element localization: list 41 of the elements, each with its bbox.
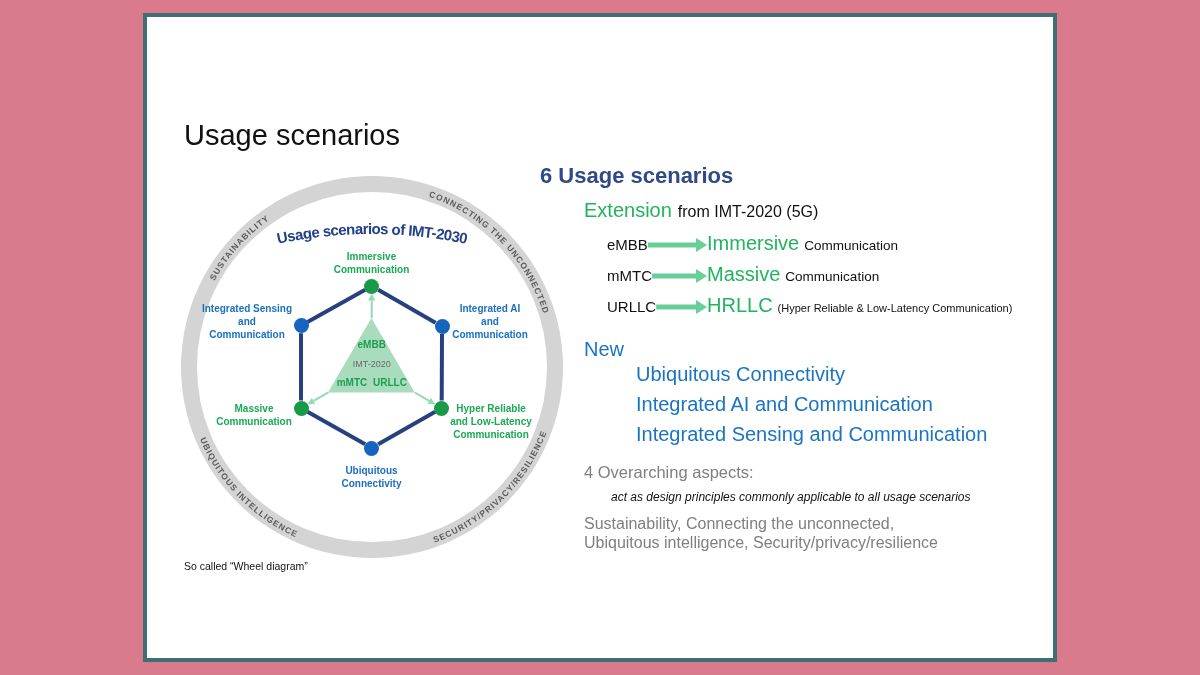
slide-title: Usage scenarios (184, 118, 400, 153)
connector-line (377, 287, 437, 325)
scenario-name: Massive (707, 262, 781, 286)
connector-line (306, 287, 367, 324)
list-item: Integrated Sensing and Communication (636, 422, 988, 446)
caption-text: So called “Wheel diagram” (184, 560, 308, 573)
arrow (652, 270, 707, 282)
heading: 6 Usage scenarios (540, 162, 734, 190)
triangle-label: eMBB (357, 339, 386, 351)
scenario-label: Massive Communication (215, 402, 293, 428)
subheading: Extension (584, 198, 672, 222)
arrow (307, 391, 330, 405)
arrow (656, 301, 707, 313)
connector-line (439, 334, 444, 401)
arrow (368, 293, 376, 319)
subheading: New (584, 337, 624, 361)
triangle-label: mMTC (336, 377, 368, 389)
triangle-label: URLLC (373, 377, 407, 389)
scenario-suffix: Communication (804, 238, 899, 255)
term-label: URLLC (607, 298, 657, 316)
term-label: eMBB (607, 236, 648, 254)
term-label: mMTC (607, 267, 652, 285)
scenario-label: Integrated Sensing and Communication (201, 302, 293, 341)
scenario-label: Immersive Communication (333, 250, 410, 276)
triangle-label: IMT-2020 (352, 358, 391, 370)
scenario-name: Immersive (707, 231, 800, 255)
list-item: Integrated AI and Communication (636, 392, 933, 416)
subheading-note: from IMT-2020 (5G) (677, 202, 819, 222)
connector-line (377, 409, 437, 447)
connector-line (306, 409, 367, 447)
arrow (647, 239, 707, 251)
scenario-name: HRLLC (707, 293, 773, 317)
arrow (413, 391, 436, 405)
scenario-label: Ubiquitous Connectivity (340, 464, 403, 490)
scenario-suffix: Communication (785, 269, 880, 286)
subheading: 4 Overarching aspects: (584, 463, 754, 483)
paragraph: Sustainability, Connecting the unconnected, Ubiquitous intelligence, Security/privacy/resilience (584, 513, 939, 553)
connector-line (299, 333, 303, 401)
note-text: act as design principles commonly applicable to all usage scenarios (611, 489, 971, 505)
scenario-suffix: (Hyper Reliable & Low-Latency Communication) (777, 302, 1013, 316)
list-item: Ubiquitous Connectivity (636, 362, 845, 386)
